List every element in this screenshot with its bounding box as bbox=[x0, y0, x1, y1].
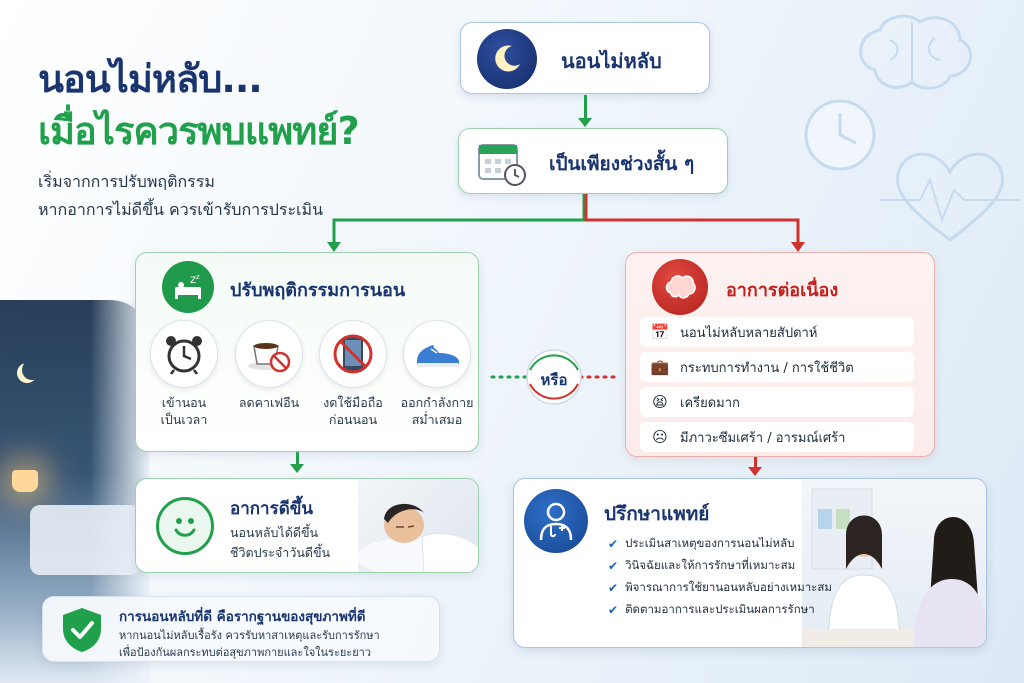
behavior-item-4-line1: ออกกำลังกาย bbox=[400, 395, 474, 410]
persistent-item-3-label: เครียดมาก bbox=[680, 395, 740, 411]
doctor-item-4: ✔ ติดตามอาการและประเมินผลการรักษา bbox=[608, 601, 815, 619]
page-title-line1: นอนไม่หลับ... bbox=[38, 57, 263, 101]
footer-note: การนอนหลับที่ดี คือรากฐานของสุขภาพที่ดี … bbox=[42, 596, 440, 662]
svg-text:z: z bbox=[196, 273, 200, 281]
subtitle-line1: เริ่มจากการปรับพฤติกรรม bbox=[38, 172, 215, 191]
improved-line1: นอนหลับได้ดีขึ้น bbox=[230, 525, 319, 540]
improved-panel: อาการดีขึ้น นอนหลับได้ดีขึ้น ชีวิตประจำว… bbox=[135, 478, 479, 573]
subtitle-line2: หากอาการไม่ดีขึ้น ควรเข้ารับการประเมิน bbox=[38, 200, 324, 219]
doctor-title: ปรึกษาแพทย์ bbox=[604, 503, 710, 525]
doctor-icon bbox=[524, 489, 588, 553]
doctor-item-3: ✔ พิจารณาการใช้ยานอนหลับอย่างเหมาะสม bbox=[608, 579, 832, 597]
persistent-title: อาการต่อเนื่อง bbox=[726, 280, 839, 301]
calendar-icon: 📅 bbox=[650, 323, 670, 341]
behavior-item-4: ออกกำลังกายสม่ำเสมอ bbox=[393, 395, 481, 429]
clock-icon bbox=[804, 99, 876, 171]
branch-arrows bbox=[327, 194, 805, 252]
alarm-clock-icon bbox=[150, 320, 218, 388]
smile-icon bbox=[156, 497, 214, 555]
behavior-item-1: เข้านอนเป็นเวลา bbox=[140, 395, 228, 429]
arrow-head bbox=[748, 467, 762, 476]
check-icon: ✔ bbox=[608, 559, 619, 573]
start-label: นอนไม่หลับ bbox=[561, 49, 662, 73]
persistent-item-4: ☹ มีภาวะซึมเศร้า / อารมณ์เศร้า bbox=[640, 422, 914, 452]
footer-headline: การนอนหลับที่ดี คือรากฐานของสุขภาพที่ดี bbox=[119, 609, 366, 625]
or-connector bbox=[490, 349, 616, 405]
briefcase-icon: 💼 bbox=[650, 358, 670, 376]
persistent-item-1-label: นอนไม่หลับหลายสัปดาห์ bbox=[680, 325, 818, 341]
brain-icon bbox=[859, 14, 972, 90]
improved-title: อาการดีขึ้น bbox=[230, 499, 314, 519]
arrow-persistent-down bbox=[754, 457, 757, 469]
svg-text:Z: Z bbox=[190, 276, 196, 286]
doctor-item-4-label: ติดตามอาการและประเมินผลการรักษา bbox=[625, 602, 815, 616]
persistent-item-4-label: มีภาวะซึมเศร้า / อารมณ์เศร้า bbox=[680, 430, 846, 446]
check-icon: ✔ bbox=[608, 603, 619, 617]
lamp-icon bbox=[12, 470, 38, 492]
behavior-item-2-line1: ลดคาเฟอีน bbox=[238, 395, 300, 410]
moon-icon bbox=[22, 360, 42, 380]
persistent-item-3: 😫 เครียดมาก bbox=[640, 387, 914, 417]
persistent-item-2: 💼 กระทบการทำงาน / การใช้ชีวิต bbox=[640, 352, 914, 382]
doctor-item-2-label: วินิจฉัยและให้การรักษาที่เหมาะสม bbox=[625, 558, 796, 572]
short-term-node: เป็นเพียงช่วงสั้น ๆ bbox=[458, 128, 728, 194]
behavior-item-3-line2: ก่อนนอน bbox=[328, 411, 378, 427]
behavior-item-3-line1: งดใช้มือถือ bbox=[323, 395, 383, 410]
sleeping-man-photo bbox=[356, 479, 478, 572]
page-title-line2: เมื่อไรควรพบแพทย์? bbox=[38, 109, 360, 153]
sad-face-icon: ☹ bbox=[652, 428, 668, 446]
bed-illustration bbox=[30, 505, 140, 575]
doctor-panel: ปรึกษาแพทย์ bbox=[513, 478, 987, 648]
sneaker-icon bbox=[403, 320, 471, 388]
brain-alert-icon bbox=[652, 259, 708, 315]
behavior-item-1-line2: เป็นเวลา bbox=[160, 411, 208, 427]
arrow-head bbox=[290, 464, 304, 473]
persistent-item-1: 📅 นอนไม่หลับหลายสัปดาห์ bbox=[640, 317, 914, 347]
check-icon: ✔ bbox=[608, 537, 619, 551]
behavior-title: ปรับพฤติกรรมการนอน bbox=[230, 280, 406, 301]
check-icon: ✔ bbox=[608, 581, 619, 595]
doctor-item-1: ✔ ประเมินสาเหตุของการนอนไม่หลับ bbox=[608, 535, 794, 553]
behavior-item-4-line2: สม่ำเสมอ bbox=[411, 411, 463, 427]
arrow-head bbox=[578, 118, 592, 127]
behavior-item-1-line1: เข้านอน bbox=[161, 395, 207, 410]
behavior-item-3: งดใช้มือถือก่อนนอน bbox=[309, 395, 397, 429]
doctor-item-1-label: ประเมินสาเหตุของการนอนไม่หลับ bbox=[625, 536, 795, 550]
or-label: หรือ bbox=[540, 371, 568, 389]
calendar-clock-icon bbox=[477, 139, 526, 186]
shield-check-icon bbox=[57, 605, 107, 655]
behavior-item-2: ลดคาเฟอีน bbox=[225, 395, 313, 412]
footer-line2: เพื่อป้องกันผลกระทบต่อสุขภาพกายและใจในระ… bbox=[119, 646, 372, 659]
doctor-consult-photo bbox=[802, 479, 986, 647]
no-phone-icon bbox=[319, 320, 387, 388]
short-term-label: เป็นเพียงช่วงสั้น ๆ bbox=[549, 153, 695, 175]
footer-line1: หากนอนไม่หลับเรื้อรัง ควรรับหาสาเหตุและร… bbox=[119, 629, 380, 642]
doctor-item-3-label: พิจารณาการใช้ยานอนหลับอย่างเหมาะสม bbox=[625, 580, 832, 594]
persistent-item-2-label: กระทบการทำงาน / การใช้ชีวิต bbox=[680, 360, 854, 376]
improved-line2: ชีวิตประจำวันดีขึ้น bbox=[230, 545, 331, 560]
heart-icon bbox=[880, 152, 1020, 242]
arrow-start-down bbox=[584, 95, 587, 120]
stressed-person-icon: 😫 bbox=[652, 393, 668, 411]
moon-night-icon bbox=[477, 29, 537, 89]
no-coffee-icon bbox=[235, 320, 303, 388]
doctor-item-2: ✔ วินิจฉัยและให้การรักษาที่เหมาะสม bbox=[608, 557, 795, 575]
arrow-behavior-down bbox=[296, 452, 299, 466]
start-node: นอนไม่หลับ bbox=[460, 22, 710, 94]
